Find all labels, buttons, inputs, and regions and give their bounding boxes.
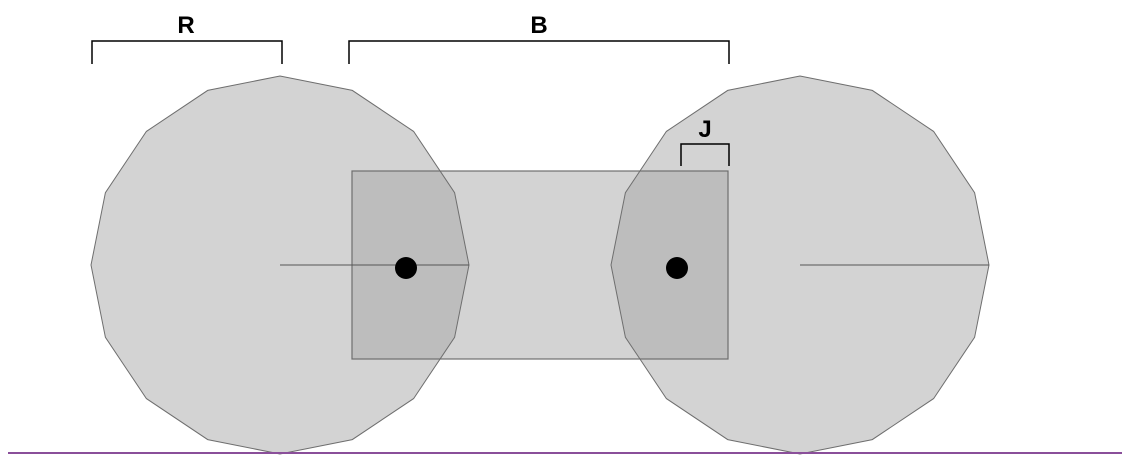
r-label: R	[177, 12, 194, 39]
left-joint-dot	[395, 257, 417, 279]
right-wheel-outline	[610, 75, 990, 455]
j-dimension-bracket	[680, 143, 730, 166]
left-wheel-outline	[90, 75, 470, 455]
j-label: J	[698, 116, 711, 143]
r-dimension-bracket	[91, 40, 283, 64]
b-dimension-bracket	[348, 40, 730, 64]
right-joint-dot	[666, 257, 688, 279]
b-label: B	[530, 12, 547, 39]
